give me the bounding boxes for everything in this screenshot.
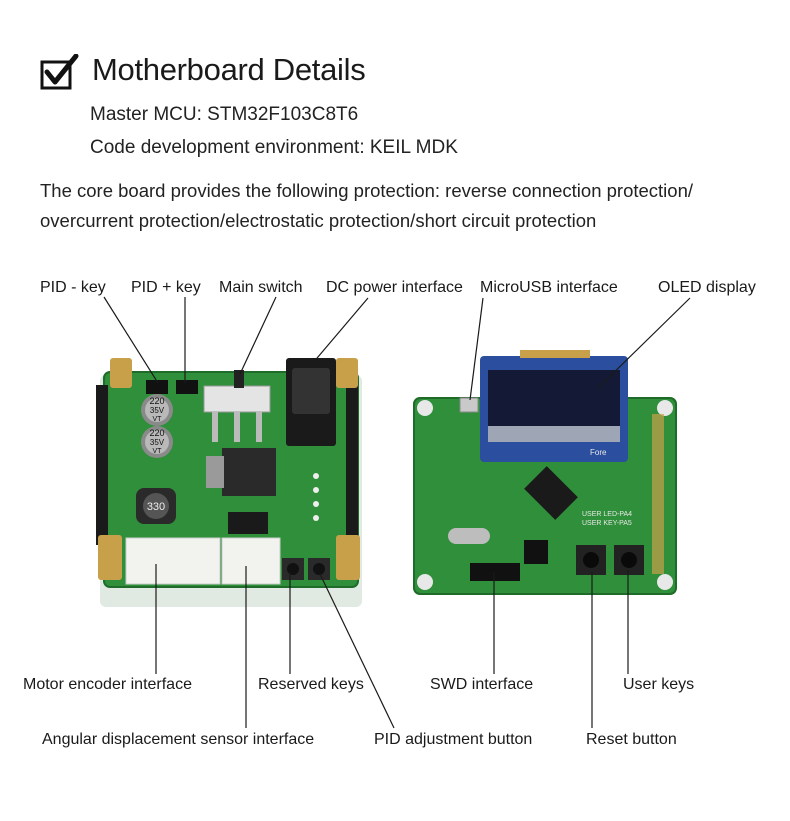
oled-text: Fore bbox=[590, 448, 607, 457]
description-line-1: The core board provides the following pr… bbox=[40, 180, 694, 201]
spec-mcu: Master MCU: STM32F103C8T6 bbox=[90, 104, 359, 125]
cap-2-value: 220 bbox=[149, 428, 164, 438]
cap-2-voltage: 35V bbox=[150, 438, 165, 447]
label-pid-plus-key: PID + key bbox=[131, 279, 201, 296]
inductor-marking: 330 bbox=[147, 501, 165, 513]
label-main-switch: Main switch bbox=[219, 279, 303, 296]
silk-user-key: USER KEY-PA5 bbox=[582, 520, 632, 527]
label-motor-encoder: Motor encoder interface bbox=[23, 676, 192, 693]
label-user-keys: User keys bbox=[623, 676, 694, 693]
left-board: 220 35V VT 220 35V VT 330 bbox=[96, 358, 362, 607]
cap-1-value: 220 bbox=[149, 396, 164, 406]
label-micro-usb: MicroUSB interface bbox=[480, 279, 618, 296]
label-swd-interface: SWD interface bbox=[430, 676, 533, 693]
spec-ide: Code development environment: KEIL MDK bbox=[90, 137, 458, 158]
label-pid-minus-key: PID - key bbox=[40, 279, 106, 296]
silk-user-led: USER LED-PA4 bbox=[582, 511, 632, 518]
label-dc-power: DC power interface bbox=[326, 279, 463, 296]
checkbox-checked-icon bbox=[40, 54, 79, 90]
cap-1-voltage: 35V bbox=[150, 406, 165, 415]
label-pid-adjust: PID adjustment button bbox=[374, 731, 532, 748]
label-angular-sensor: Angular displacement sensor interface bbox=[42, 731, 314, 748]
right-board: Fore USER LED-PA4 USER KEY-PA5 bbox=[413, 350, 677, 595]
page-title: Motherboard Details bbox=[92, 52, 366, 87]
description-line-2: overcurrent protection/electrostatic pro… bbox=[40, 210, 597, 231]
cap-1-series: VT bbox=[153, 416, 163, 423]
leader-lines bbox=[103, 296, 691, 729]
cap-2-series: VT bbox=[153, 448, 163, 455]
label-oled-display: OLED display bbox=[658, 279, 756, 296]
label-reserved-keys: Reserved keys bbox=[258, 676, 364, 693]
label-reset-button: Reset button bbox=[586, 731, 677, 748]
